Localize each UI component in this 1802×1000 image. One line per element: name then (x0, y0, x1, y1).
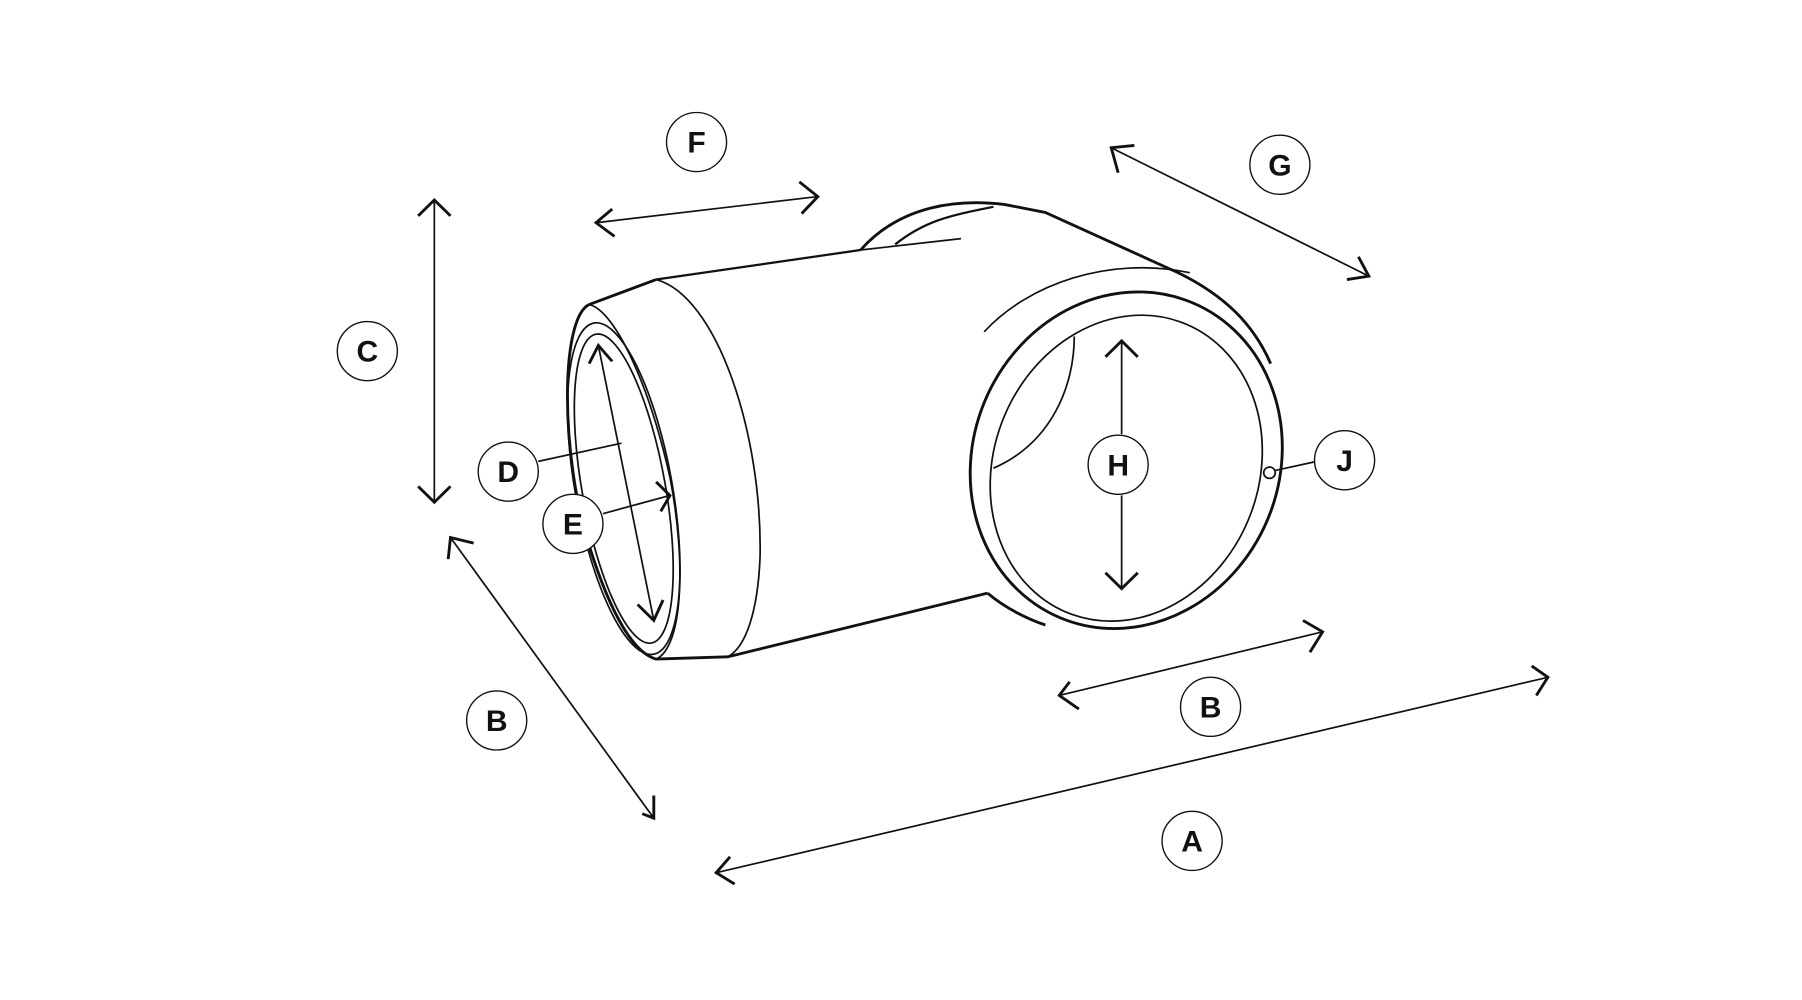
svg-text:J: J (1336, 445, 1353, 478)
dimension-arrow-e-diameter (587, 342, 665, 623)
svg-text:B: B (1200, 692, 1222, 725)
svg-text:D: D (497, 456, 519, 489)
callout-c: C (336, 320, 399, 382)
dimension-arrow-f (593, 180, 820, 238)
callout-a: A (1161, 810, 1223, 872)
svg-text:F: F (687, 127, 705, 160)
callout-f: F (665, 111, 728, 173)
dimension-arrow-h (1104, 338, 1139, 591)
dimension-arrow-b-right (1057, 619, 1325, 711)
leader-j (1275, 460, 1318, 472)
point-j-marker (1262, 466, 1277, 480)
dimension-arrows (417, 144, 1550, 886)
svg-text:A: A (1181, 826, 1203, 859)
svg-text:C: C (356, 336, 378, 369)
svg-text:H: H (1107, 450, 1129, 483)
callout-b-left: B (465, 690, 528, 751)
callout-j: J (1313, 430, 1376, 491)
svg-text:G: G (1268, 150, 1291, 183)
svg-text:B: B (486, 705, 508, 738)
callout-d: D (477, 441, 539, 502)
callout-b-right: B (1179, 676, 1242, 738)
fitting-body (566, 201, 1284, 661)
callout-h: H (1087, 434, 1149, 496)
svg-text:E: E (563, 509, 583, 542)
callouts: A B B C D E F G H J (336, 111, 1376, 872)
dimension-arrow-e (602, 480, 672, 515)
callout-e: E (542, 493, 604, 555)
leader-d (538, 442, 622, 463)
dimension-arrow-c (417, 197, 452, 505)
callout-g: G (1249, 134, 1311, 195)
dimension-arrow-a (713, 664, 1550, 886)
dimension-arrow-g (1109, 144, 1372, 281)
dimension-arrow-b-left (446, 535, 656, 821)
